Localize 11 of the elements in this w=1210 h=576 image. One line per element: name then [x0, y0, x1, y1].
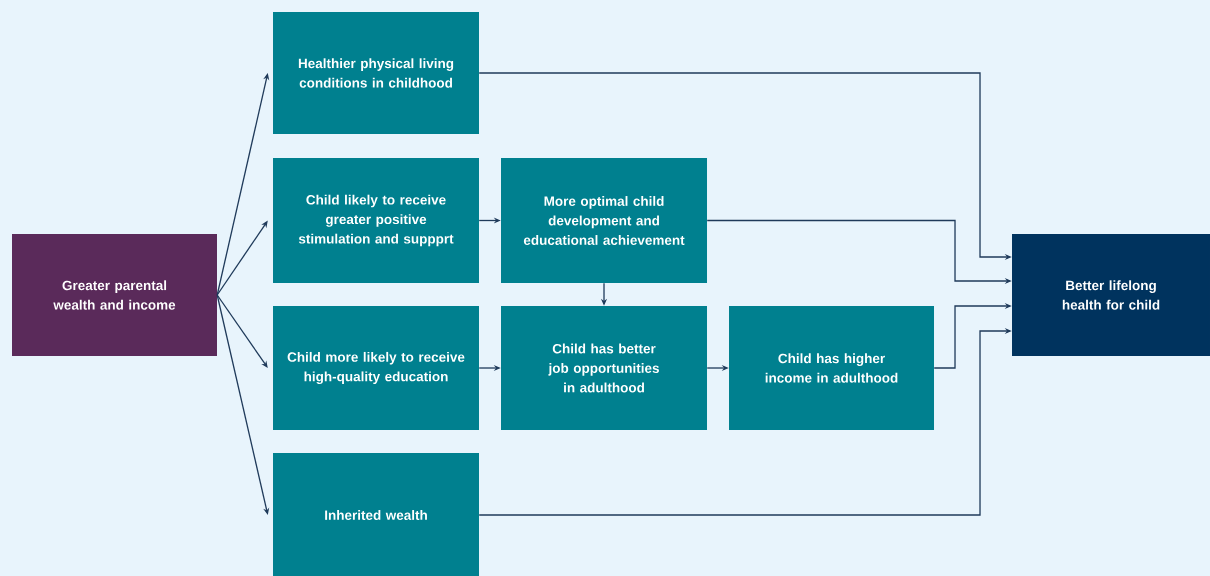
arrow [216, 294, 268, 368]
process-box: Child more likely to receive high-quality education [273, 306, 479, 430]
arrow [216, 294, 270, 515]
process-box: More optimal child development and educational achievement [501, 158, 707, 283]
process-box: Healthier physical living conditions in childhood [273, 12, 479, 134]
process-box: Child has better job opportunities in adulthood [501, 306, 707, 430]
source-box: Greater parental wealth and income [12, 234, 217, 356]
process-box: Child has higher income in adulthood [729, 306, 934, 430]
process-box: Inherited wealth [273, 453, 479, 576]
process-box: Child likely to receive greater positive stimulation and suppprt [273, 158, 479, 283]
outcome-box: Better lifelong health for child [1012, 234, 1210, 356]
